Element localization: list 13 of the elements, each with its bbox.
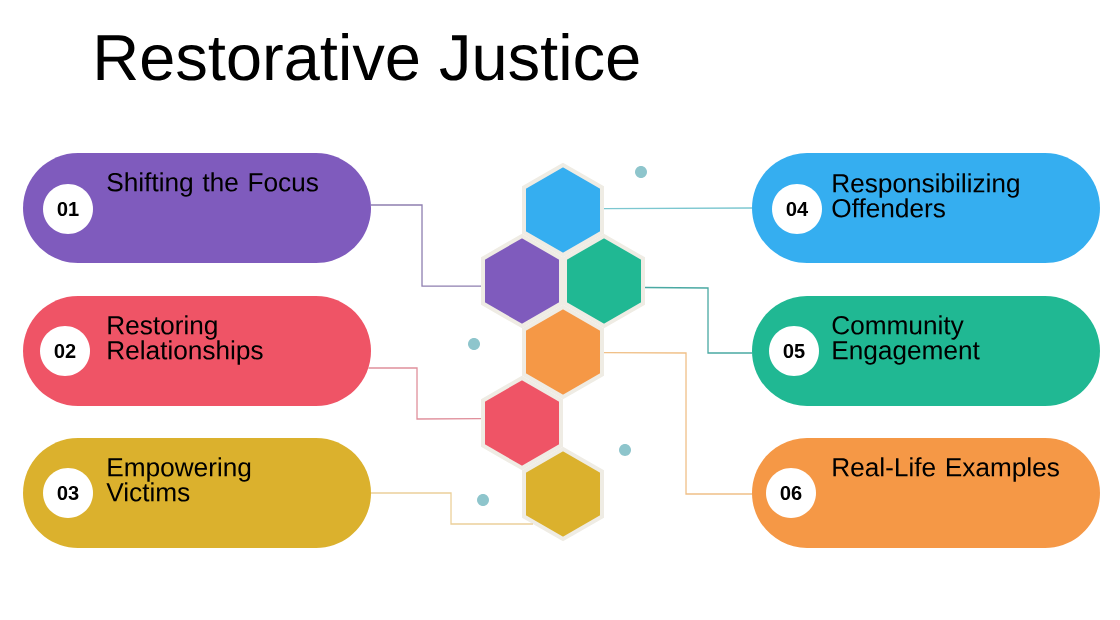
title: Restorative Justice [97,32,639,81]
hexagon [563,233,645,329]
connector-line [603,207,753,210]
hexagon [522,304,604,400]
connector-line [370,492,534,525]
hexagon [481,233,563,329]
hexagon [481,375,563,471]
connector-line [644,286,753,354]
connector-line [603,352,753,495]
hexagon [522,162,604,258]
hexagon [522,446,604,542]
connector-line [370,204,482,287]
connector-line [367,367,482,420]
